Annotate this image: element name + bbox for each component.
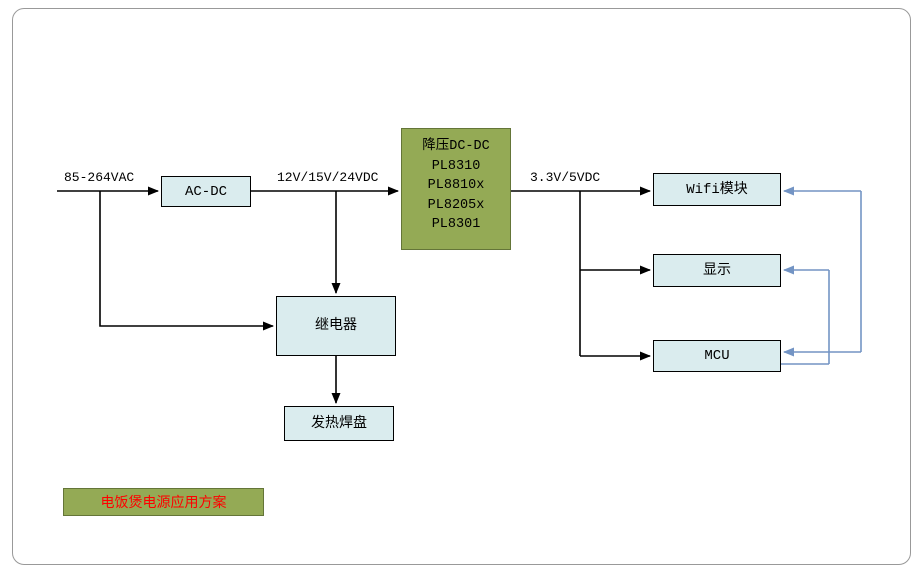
diagram-title-badge: 电饭煲电源应用方案 bbox=[63, 488, 264, 516]
buck-part-number: PL8301 bbox=[431, 217, 481, 232]
label-input-voltage: 85-264VAC bbox=[64, 170, 135, 185]
block-mcu: MCU bbox=[653, 340, 781, 372]
block-relay: 继电器 bbox=[276, 296, 396, 356]
block-buck-dcdc: 降压DC-DC PL8310 PL8810x PL8205x PL8301 bbox=[401, 128, 511, 250]
block-ac-dc: AC-DC bbox=[161, 176, 251, 207]
buck-part-number: PL8810x bbox=[427, 178, 485, 193]
block-display: 显示 bbox=[653, 254, 781, 287]
buck-part-number: PL8205x bbox=[427, 197, 485, 213]
label-acdc-output-voltage: 12V/15V/24VDC bbox=[277, 170, 379, 185]
block-heating-plate: 发热焊盘 bbox=[284, 406, 394, 441]
buck-part-number: PL8310 bbox=[431, 158, 481, 174]
buck-title: 降压DC-DC bbox=[422, 139, 490, 154]
label-buck-output-voltage: 3.3V/5VDC bbox=[530, 170, 601, 185]
block-wifi-module: Wifi模块 bbox=[653, 173, 781, 206]
